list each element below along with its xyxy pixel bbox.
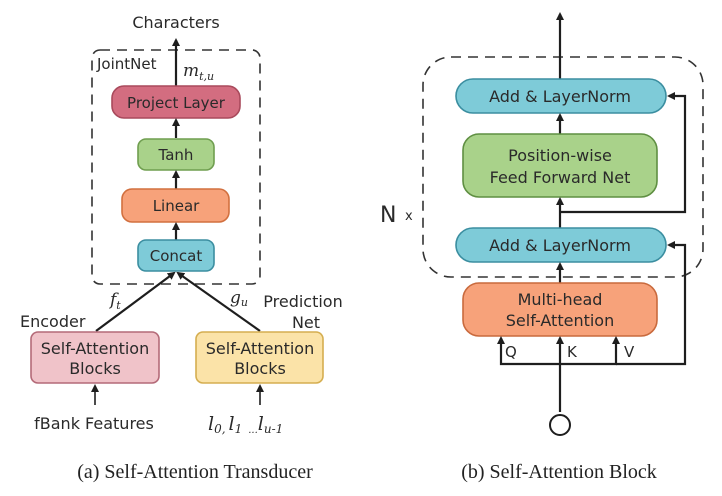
tanh-label: Tanh [158,146,194,164]
jointnet-label: JointNet [96,55,157,73]
encoder-label: Encoder [20,312,86,331]
tanh-box: Tanh [137,138,215,171]
linear-label: Linear [153,197,200,215]
prednet-block-line1: Self-Attention [206,339,314,358]
mhsa-line1: Multi-head [518,290,603,309]
mhsa-box: Multi-head Self-Attention [462,282,658,337]
concat-box: Concat [137,239,215,272]
prediction-label-line1: Prediction [263,292,342,311]
ffn-line1: Position-wise [508,146,612,165]
concat-label: Concat [150,247,203,265]
project-layer-label: Project Layer [127,94,226,112]
addnorm-bottom-label: Add & LayerNorm [489,236,631,255]
encoder-to-concat-arrow [95,271,176,332]
linear-box: Linear [121,188,230,223]
encoder-block-line2: Blocks [69,359,121,378]
prediction-label-line2: Net [292,313,320,332]
encoder-block-shape [30,331,160,384]
repeat-boundary [422,56,704,278]
residual-connection-mhsa [616,241,687,366]
ffn-shape [462,133,658,198]
transducer-diagram: Characters JointNet mt,u Project Layer T… [20,13,343,483]
f-t-label: ft [108,290,121,312]
output-label: Characters [132,13,219,32]
caption-b: (b) Self-Attention Block [461,461,657,483]
prednet-block-shape [195,331,324,384]
repeat-x-label: x [405,209,413,224]
prednet-input-label: l0,l1...lu-1 [208,413,283,436]
g-u-label: gu [230,288,248,309]
prednet-to-concat-arrow [176,271,261,332]
caption-a: (a) Self-Attention Transducer [77,461,313,483]
encoder-block: Self-Attention Blocks [30,331,160,384]
encoder-block-line1: Self-Attention [41,339,149,358]
q-label: Q [505,343,517,361]
v-label: V [624,343,635,361]
m-tu-label: mt,u [183,61,214,83]
input-node-circle [549,414,571,436]
concat-shape [137,239,215,272]
ffn-box: Position-wise Feed Forward Net [462,133,658,198]
q-input-arrow [497,336,562,412]
ffn-line2: Feed Forward Net [490,168,631,187]
self-attention-block-diagram: N x Add & LayerNorm Position-wise Feed F… [380,12,704,483]
project-layer-box: Project Layer [111,85,241,119]
prednet-block: Self-Attention Blocks [195,331,324,384]
prednet-block-line2: Blocks [234,359,286,378]
residual-connection-ffn [560,92,687,214]
addnorm-top-box: Add & LayerNorm [455,78,667,114]
repeat-n-label: N [380,203,396,228]
mhsa-line2: Self-Attention [506,311,614,330]
k-label: K [567,343,578,361]
addnorm-top-label: Add & LayerNorm [489,87,631,106]
addnorm-bottom-box: Add & LayerNorm [455,227,667,263]
encoder-input-label: fBank Features [34,414,154,433]
